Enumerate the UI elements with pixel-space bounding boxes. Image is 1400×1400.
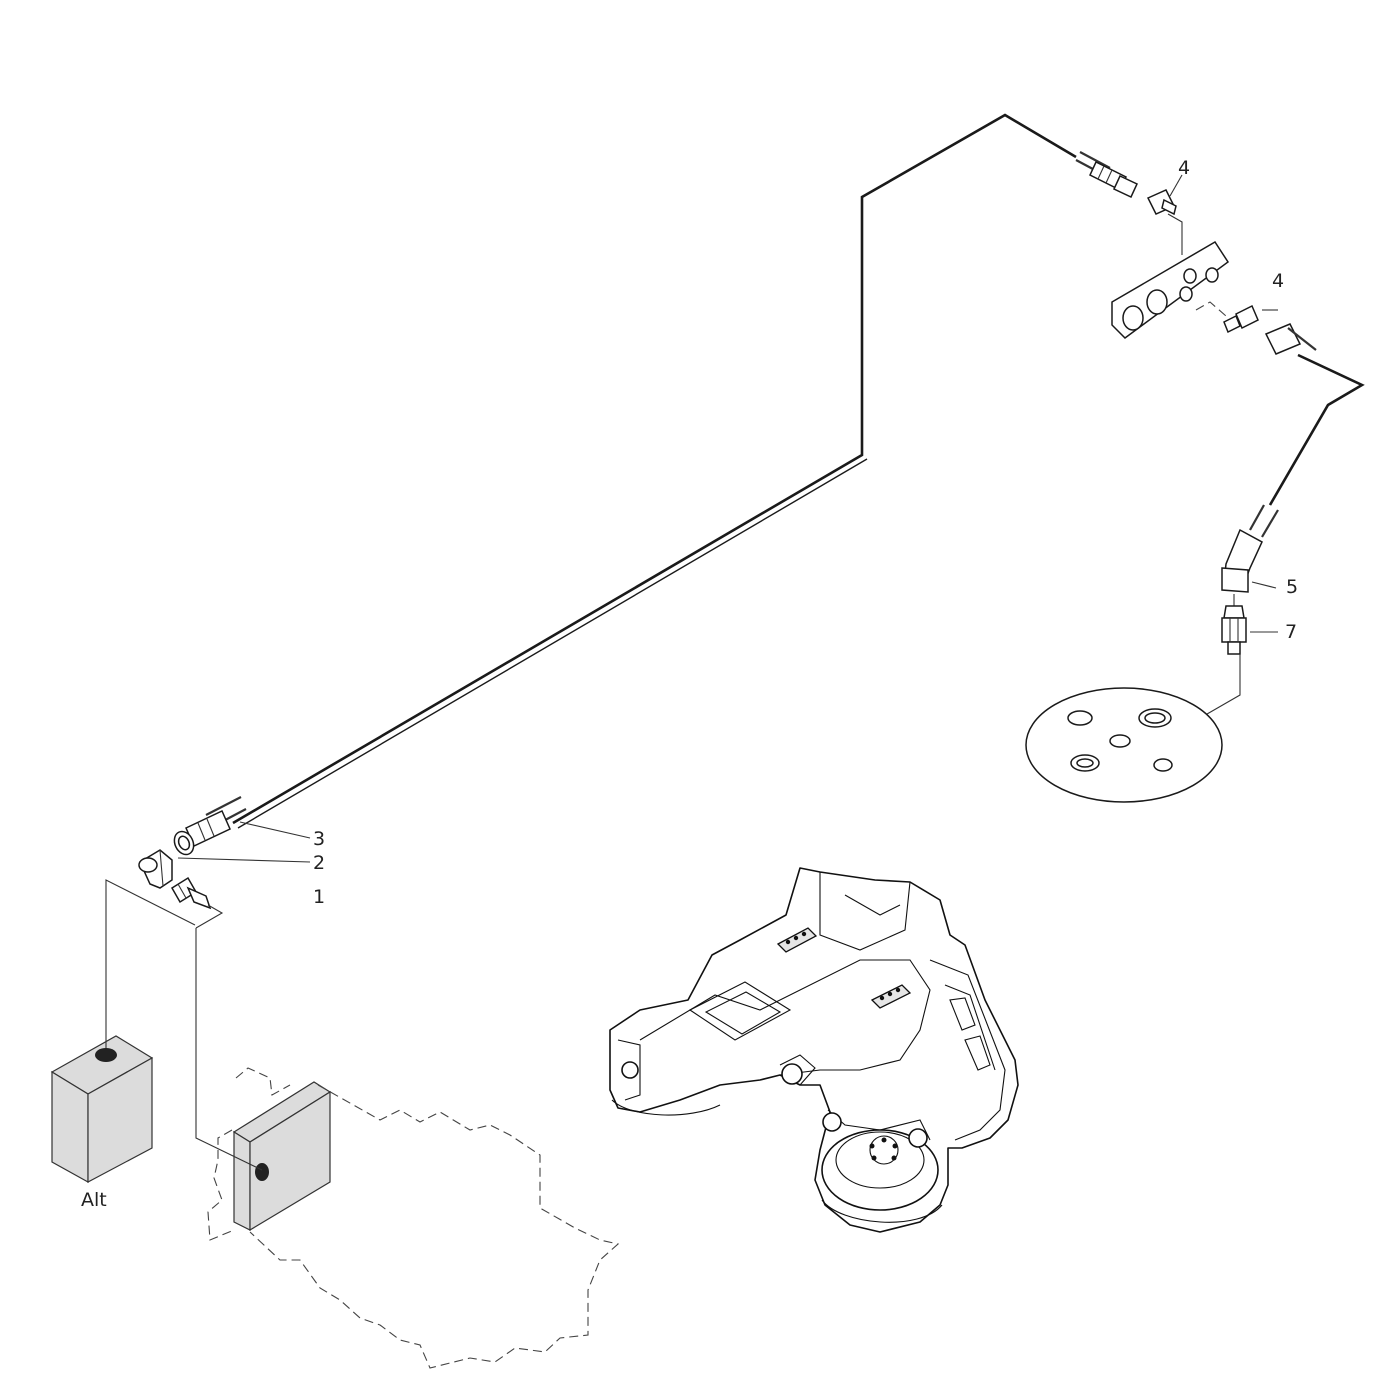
hose-end-fitting-top [1089, 160, 1138, 199]
engine-outline [207, 1067, 620, 1369]
callout-4-upper: 4 [1178, 157, 1190, 179]
main-hose [205, 113, 1111, 829]
angled-hose-end [1221, 528, 1263, 606]
adapter-upper [1146, 189, 1183, 255]
callout-7: 7 [1285, 621, 1297, 643]
straight-adapter [170, 876, 212, 910]
callout-1: 1 [313, 886, 325, 908]
alternator-block [50, 879, 196, 1184]
callout-3: 3 [313, 828, 325, 850]
round-block [1025, 687, 1223, 803]
callout-leaders [177, 174, 1278, 863]
manifold-plate [1111, 240, 1230, 339]
alternator-caption: Alt [81, 1189, 107, 1211]
callout-2: 2 [313, 852, 325, 874]
return-hose [1249, 323, 1365, 538]
elbow-fitting [138, 849, 173, 889]
hose-end-fitting-left [173, 809, 231, 856]
callout-4-lower: 4 [1272, 270, 1284, 292]
pump-block [195, 904, 332, 1232]
callout-5: 5 [1286, 576, 1298, 598]
machine-frame [609, 867, 1019, 1233]
adapter-lower [1195, 301, 1259, 334]
